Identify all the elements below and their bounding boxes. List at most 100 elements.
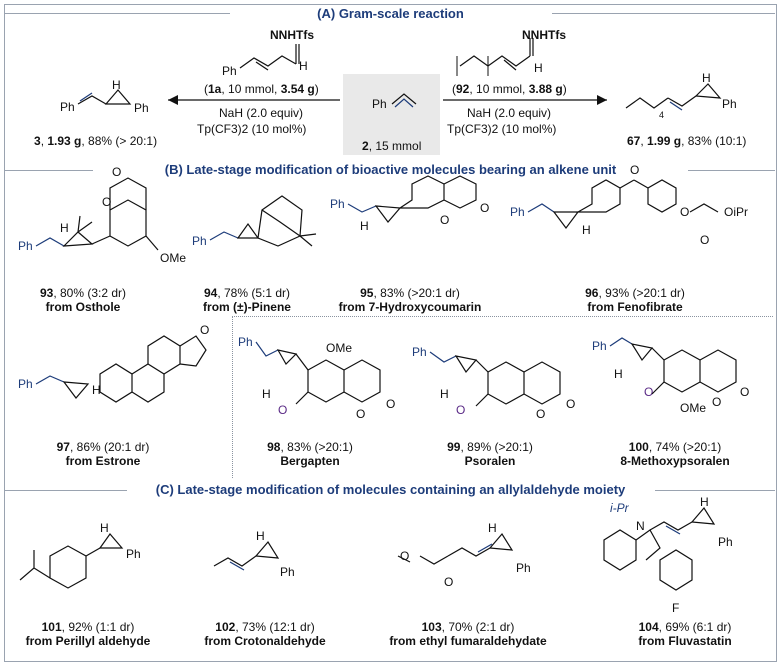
right-catalyst: Tp(CF3)2 (10 mol%) — [447, 122, 557, 136]
svg-text:H: H — [100, 521, 109, 535]
product-3-label: 3, 1.93 g, 88% (> 20:1) — [34, 134, 158, 148]
svg-text:Ph: Ph — [238, 335, 253, 349]
section-b-title: (B) Late-stage modification of bioactive… — [0, 162, 781, 177]
compound-98-structure: Ph H O OMe O O — [238, 335, 395, 421]
svg-text:H: H — [614, 367, 623, 381]
svg-text:O: O — [102, 195, 111, 209]
section-a-title: (A) Gram-scale reaction — [0, 6, 781, 21]
left-catalyst: Tp(CF3)2 (10 mol%) — [197, 122, 307, 136]
compound-96-structure: Ph H O O O OiPr — [510, 163, 748, 247]
svg-text:H: H — [360, 219, 369, 233]
svg-text:O: O — [444, 575, 453, 589]
hydrazone-tag-left: NNHTfs — [270, 28, 314, 42]
svg-text:Ph: Ph — [134, 101, 149, 115]
svg-text:Ph: Ph — [372, 97, 387, 111]
compound-101-structure: H Ph — [19, 521, 141, 589]
svg-text:OiPr: OiPr — [724, 205, 748, 219]
svg-text:Ph: Ph — [60, 100, 75, 114]
compound-103-structure: O O H Ph — [397, 521, 531, 589]
svg-text:F: F — [672, 601, 679, 615]
svg-text:Ph: Ph — [722, 97, 737, 111]
divider — [5, 13, 230, 14]
svg-text:H: H — [60, 221, 69, 235]
svg-text:Ph: Ph — [510, 205, 525, 219]
compound-102-structure: H Ph — [213, 529, 295, 579]
compound-100-label: 100, 74% (>20:1)8-Methoxypsoralen — [620, 440, 730, 468]
compound-101-label: 101, 92% (1:1 dr)from Perillyl aldehyde — [25, 620, 151, 648]
divider — [552, 13, 775, 14]
styrene-label: 2, 15 mmol — [362, 139, 422, 153]
svg-text:Ph: Ph — [280, 565, 295, 579]
svg-text:H: H — [534, 61, 543, 75]
svg-text:O: O — [278, 403, 287, 417]
svg-text:O: O — [740, 385, 749, 399]
compound-93-label: 93, 80% (3:2 dr)from Osthole — [39, 286, 127, 314]
compound-95-label: 95, 83% (>20:1 dr)from 7-Hydroxycoumarin — [338, 286, 482, 314]
product-3-structure: Ph H Ph — [60, 78, 149, 115]
svg-text:O: O — [480, 201, 489, 215]
svg-text:Ph: Ph — [18, 377, 33, 391]
svg-text:O: O — [712, 395, 721, 409]
svg-text:O: O — [456, 403, 465, 417]
svg-text:O: O — [680, 205, 689, 219]
dotted-divider — [232, 316, 773, 317]
compound-103-label: 103, 70% (2:1 dr)from ethyl fumaraldehyd… — [389, 620, 547, 648]
compound-99-structure: Ph H O O O — [412, 345, 575, 421]
compound-95-structure: Ph H O O — [330, 175, 489, 233]
product-67-structure: H Ph 4 — [625, 71, 737, 120]
svg-text:OMe: OMe — [680, 401, 706, 415]
svg-text:N: N — [636, 519, 645, 533]
compound-93-structure: Ph H O O OMe — [18, 165, 186, 265]
svg-text:Ph: Ph — [192, 234, 207, 248]
figure-frame — [4, 4, 777, 662]
left-reagent-line: (1a, 10 mmol, 3.54 g) — [204, 82, 319, 96]
svg-text:O: O — [386, 397, 395, 411]
reaction-arrow-right — [443, 95, 607, 105]
svg-text:O: O — [700, 233, 709, 247]
compound-94-structure: Ph — [192, 195, 317, 248]
reaction-arrow-left — [168, 95, 340, 105]
styrene-structure: Ph — [372, 93, 417, 111]
svg-text:Ph: Ph — [592, 339, 607, 353]
compound-102-label: 102, 73% (12:1 dr)from Crotonaldehyde — [204, 620, 326, 648]
compound-98-label: 98, 83% (>20:1)Bergapten — [267, 440, 353, 468]
svg-text:O: O — [112, 165, 121, 179]
svg-text:Ph: Ph — [126, 547, 141, 561]
styrene-box — [343, 74, 440, 155]
svg-text:O: O — [400, 549, 409, 563]
svg-text:O: O — [440, 213, 449, 227]
compound-96-label: 96, 93% (>20:1 dr)from Fenofibrate — [585, 286, 685, 314]
compound-97-structure: Ph H O — [18, 323, 209, 403]
svg-text:O: O — [356, 407, 365, 421]
svg-text:Ph: Ph — [718, 535, 733, 549]
section-c-title: (C) Late-stage modification of molecules… — [0, 482, 781, 497]
svg-text:H: H — [582, 223, 591, 237]
divider — [655, 490, 775, 491]
product-67-label: 67, 1.99 g, 83% (10:1) — [627, 134, 747, 148]
svg-text:H: H — [256, 529, 265, 543]
hydrazone-left: Ph H — [222, 44, 308, 78]
svg-text:4: 4 — [659, 110, 664, 120]
compound-99-label: 99, 89% (>20:1)Psoralen — [447, 440, 533, 468]
svg-text:Ph: Ph — [330, 197, 345, 211]
svg-text:O: O — [566, 397, 575, 411]
svg-text:H: H — [488, 521, 497, 535]
svg-text:Ph: Ph — [222, 64, 237, 78]
compound-94-label: 94, 78% (5:1 dr)from (±)-Pinene — [203, 286, 291, 314]
compound-100-structure: Ph H O OMe O O — [592, 337, 749, 415]
svg-text:O: O — [630, 163, 639, 177]
svg-text:Ph: Ph — [18, 239, 33, 253]
svg-text:Ph: Ph — [516, 561, 531, 575]
svg-text:H: H — [702, 71, 711, 85]
svg-text:H: H — [700, 495, 709, 509]
hydrazone-tag-right: NNHTfs — [522, 28, 566, 42]
svg-text:H: H — [299, 59, 308, 73]
svg-text:H: H — [440, 387, 449, 401]
svg-text:H: H — [262, 387, 271, 401]
svg-text:OMe: OMe — [326, 341, 352, 355]
svg-text:i-Pr: i-Pr — [610, 501, 630, 515]
svg-text:H: H — [92, 383, 101, 397]
